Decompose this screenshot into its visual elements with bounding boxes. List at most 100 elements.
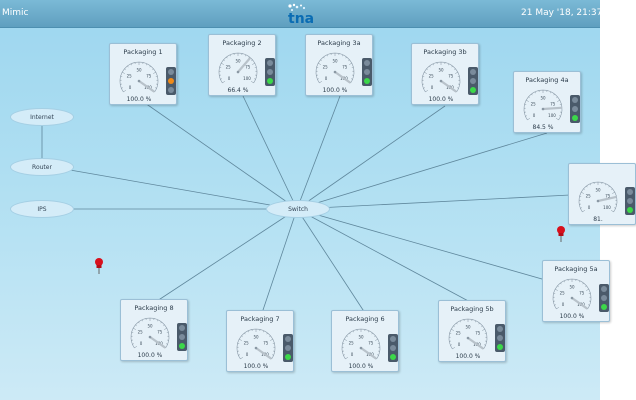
traffic-light-icon xyxy=(166,67,176,95)
gauge-scale-label: 0 xyxy=(562,302,565,307)
machine-reading: 81. xyxy=(593,216,603,223)
status-lamp xyxy=(390,354,396,360)
node-router-label: Router xyxy=(32,163,52,171)
gauge-scale-label: 0 xyxy=(533,113,536,118)
gauge-scale-label: 100 xyxy=(548,113,556,118)
machine-tile-p1[interactable]: Packaging 10255075100100.0 % xyxy=(109,43,177,105)
traffic-light-icon xyxy=(177,323,187,351)
gauge-scale-label: 50 xyxy=(136,68,142,73)
machine-tile-p8[interactable]: Packaging 80255075100100.0 % xyxy=(120,299,188,361)
gauge-scale-label: 25 xyxy=(456,330,462,335)
gauge-scale-label: 75 xyxy=(448,73,454,78)
link-router-switch xyxy=(69,169,271,206)
status-lamp xyxy=(364,78,370,84)
machine-reading: 100.0 % xyxy=(322,87,348,94)
machine-tile-p3b[interactable]: Packaging 3b0255075100100.0 % xyxy=(411,43,479,105)
gauge-scale-label: 50 xyxy=(358,335,364,340)
machine-name: Packaging 5b xyxy=(450,305,494,313)
link-switch-p3b xyxy=(296,105,446,210)
node-router[interactable]: Router xyxy=(10,158,74,176)
status-lamp xyxy=(285,336,291,342)
gauge-scale-label: 25 xyxy=(531,101,537,106)
link-switch-p3a xyxy=(296,95,341,210)
gauge-scale-label: 50 xyxy=(147,324,153,329)
node-ips-label: IPS xyxy=(37,205,47,213)
gauge-scale-label: 50 xyxy=(540,96,546,101)
gauge-scale-label: 75 xyxy=(550,101,556,106)
status-lamp xyxy=(390,345,396,351)
machine-tile-p7[interactable]: Packaging 70255075100100.0 % xyxy=(226,310,294,372)
location-pin-icon[interactable] xyxy=(94,258,104,274)
machine-tile-p5a[interactable]: Packaging 5a0255075100100.0 % xyxy=(542,260,610,322)
link-switch-p4a xyxy=(296,132,548,210)
node-internet[interactable]: Internet xyxy=(10,108,74,126)
status-lamp xyxy=(267,60,273,66)
gauge-scale-label: 75 xyxy=(263,340,269,345)
status-lamp xyxy=(572,97,578,103)
gauge-scale-label: 50 xyxy=(332,59,338,64)
status-lamp xyxy=(497,326,503,332)
status-lamp xyxy=(470,87,476,93)
node-switch-label: Switch xyxy=(288,205,308,213)
gauge-scale-label: 0 xyxy=(588,205,591,210)
tna-logo[interactable]: tna xyxy=(280,2,320,27)
status-lamp xyxy=(364,60,370,66)
network-links xyxy=(41,95,571,314)
machine-reading: 100.0 % xyxy=(243,363,269,370)
gauge-needle xyxy=(333,70,351,84)
traffic-light-icon xyxy=(283,334,293,362)
gauge-scale-label: 25 xyxy=(349,340,355,345)
gauge-needle xyxy=(439,79,457,93)
gauge-needle xyxy=(466,336,484,350)
gauge-needle xyxy=(541,106,563,111)
machine-name: Packaging 6 xyxy=(345,315,385,323)
gauge-scale-label: 0 xyxy=(458,342,461,347)
machine-tile-p5b[interactable]: Packaging 5b0255075100100.0 % xyxy=(438,300,506,362)
top-bar: Mimic tna 21 May '18, 21:37 xyxy=(0,0,603,28)
machine-tile-p6[interactable]: Packaging 60255075100100.0 % xyxy=(331,310,399,372)
gauge-needle xyxy=(254,346,272,360)
status-lamp xyxy=(572,115,578,121)
node-internet-label: Internet xyxy=(30,113,54,121)
status-lamp xyxy=(179,325,185,331)
status-lamp xyxy=(168,78,174,84)
datetime: 21 May '18, 21:37 xyxy=(521,8,603,18)
gauge-scale-label: 25 xyxy=(226,64,232,69)
machine-name: Packaging 2 xyxy=(222,39,262,47)
gauge-scale-label: 100 xyxy=(603,205,611,210)
gauge-scale-label: 75 xyxy=(146,73,152,78)
status-lamp xyxy=(168,69,174,75)
status-lamp xyxy=(285,354,291,360)
status-lamp xyxy=(470,69,476,75)
gauge-scale-label: 0 xyxy=(351,352,354,357)
gauge-needle xyxy=(570,296,588,310)
gauge-scale-label: 0 xyxy=(140,341,143,346)
machine-name: Packaging 5a xyxy=(554,265,598,273)
gauge-needle xyxy=(359,346,377,360)
node-ips[interactable]: IPS xyxy=(10,200,74,218)
traffic-light-icon xyxy=(495,324,505,352)
machine-reading: 66.4 % xyxy=(227,87,249,94)
location-pin-icon[interactable] xyxy=(556,226,566,242)
gauge-scale-label: 50 xyxy=(438,68,444,73)
node-switch[interactable]: Switch xyxy=(266,200,330,218)
link-switch-p4b xyxy=(296,194,571,210)
traffic-light-icon xyxy=(265,58,275,86)
gauge-scale-label: 50 xyxy=(235,59,241,64)
machine-name: Packaging 3a xyxy=(317,39,361,47)
gauge-scale-label: 25 xyxy=(560,290,566,295)
status-lamp xyxy=(572,106,578,112)
traffic-light-icon xyxy=(468,67,478,95)
status-lamp xyxy=(601,286,607,292)
status-lamp xyxy=(601,295,607,301)
gauge-scale-label: 75 xyxy=(579,290,585,295)
machine-tile-p3a[interactable]: Packaging 3a0255075100100.0 % xyxy=(305,34,373,96)
